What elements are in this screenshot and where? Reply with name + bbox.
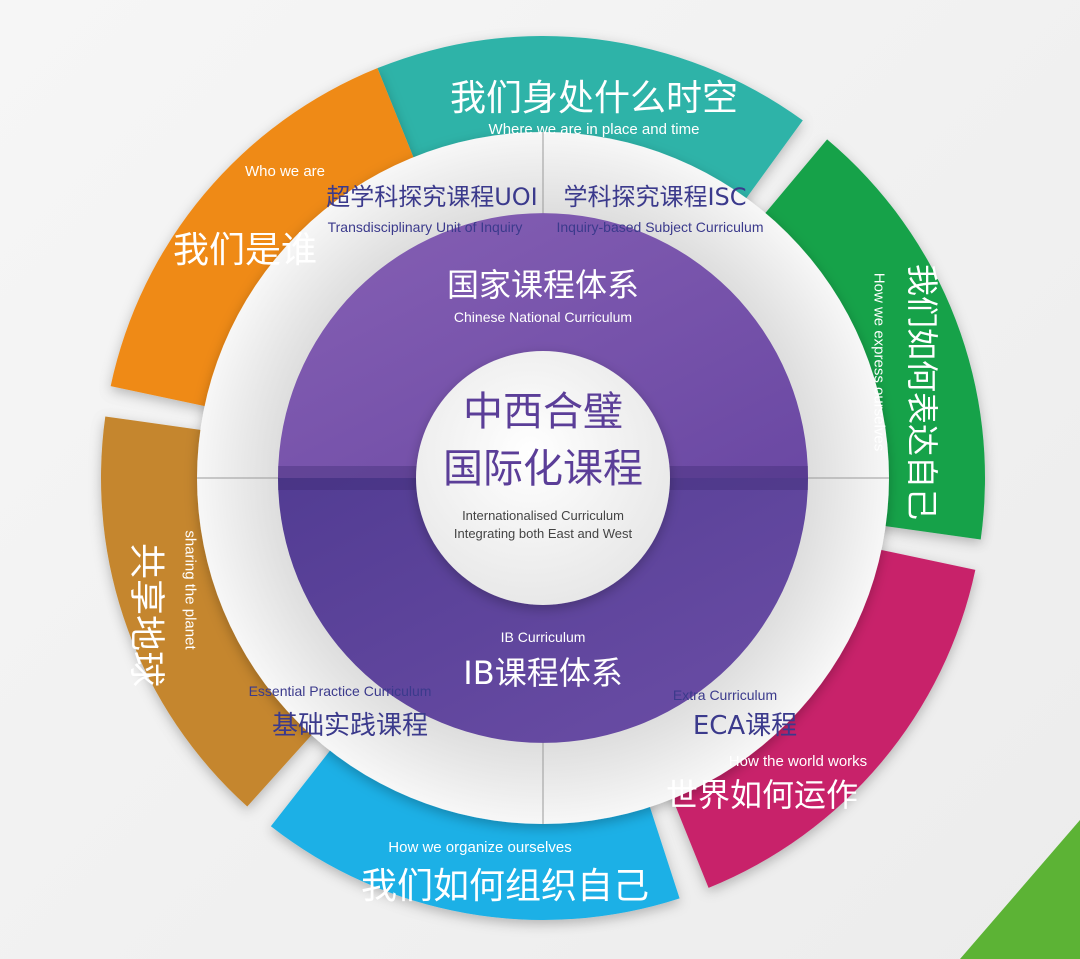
core-top-half <box>278 213 808 479</box>
theme-en-place-and-time: Where we are in place and time <box>489 121 700 138</box>
theme-cn-express-ourselves: 我们如何表达自己 <box>903 264 941 520</box>
theme-cn-who-we-are: 我们是谁 <box>173 230 317 271</box>
theme-segment-organize-ourselves <box>270 738 680 921</box>
theme-segment-place-and-time <box>377 36 803 212</box>
theme-en-who-we-are: Who we are <box>245 163 325 180</box>
theme-en-sharing-planet: sharing the planet <box>182 530 199 650</box>
theme-en-express-ourselves: How we express ourselves <box>871 273 888 451</box>
theme-segment-express-ourselves <box>755 139 986 540</box>
theme-en-organize-ourselves: How we organize ourselves <box>388 839 571 856</box>
theme-segment-world-works <box>666 546 976 888</box>
theme-cn-place-and-time: 我们身处什么时空 <box>450 78 738 119</box>
ib-curriculum-en: IB Curriculum <box>501 629 586 645</box>
eca-en: Extra Curriculum <box>673 687 777 703</box>
center-circle <box>416 351 670 605</box>
corner-green-triangle <box>960 820 1080 959</box>
isc-en: Inquiry-based Subject Curriculum <box>557 219 764 235</box>
theme-cn-sharing-planet: 共享地球 <box>126 543 167 687</box>
center-subtitle-line2: Integrating both East and West <box>454 526 633 541</box>
essential-en: Essential Practice Curriculum <box>249 683 432 699</box>
core-bottom-half <box>278 478 808 743</box>
ib-curriculum-cn: IB课程体系 <box>463 654 622 692</box>
theme-en-world-works: How the world works <box>729 753 867 770</box>
uoi-cn: 超学科探究课程UOI <box>326 183 538 211</box>
theme-segment-who-we-are <box>110 68 420 410</box>
theme-cn-organize-ourselves: 我们如何组织自己 <box>361 866 649 907</box>
outer-ring <box>100 36 986 921</box>
national-curriculum-cn: 国家课程体系 <box>447 266 639 304</box>
center-title-line1: 中西合璧 <box>463 389 623 435</box>
theme-cn-world-works: 世界如何运作 <box>666 776 858 814</box>
eca-cn: ECA课程 <box>693 711 797 741</box>
theme-segment-sharing-planet <box>100 416 323 807</box>
national-curriculum-en: Chinese National Curriculum <box>454 309 632 325</box>
center-title-line2: 国际化课程 <box>443 446 643 492</box>
isc-cn: 学科探究课程ISC <box>563 183 746 211</box>
uoi-en: Transdisciplinary Unit of Inquiry <box>328 219 523 235</box>
center-subtitle-line1: Internationalised Curriculum <box>462 508 624 523</box>
essential-cn: 基础实践课程 <box>272 711 428 741</box>
